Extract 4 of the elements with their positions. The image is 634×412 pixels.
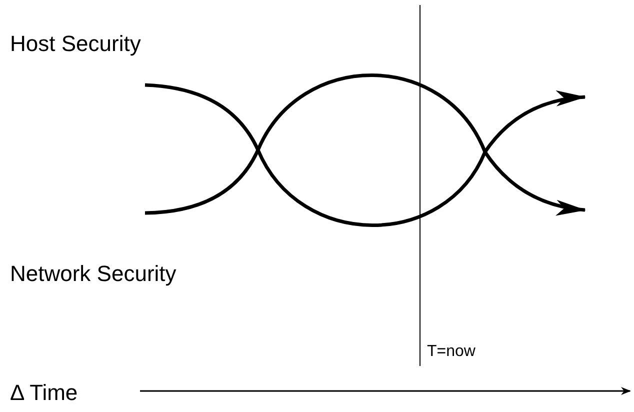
axis-label: Network Security xyxy=(10,263,176,285)
axis-label: Host Security xyxy=(10,33,141,55)
axis-label: Δ Time xyxy=(10,382,78,404)
time-marker-label: T=now xyxy=(427,344,476,360)
